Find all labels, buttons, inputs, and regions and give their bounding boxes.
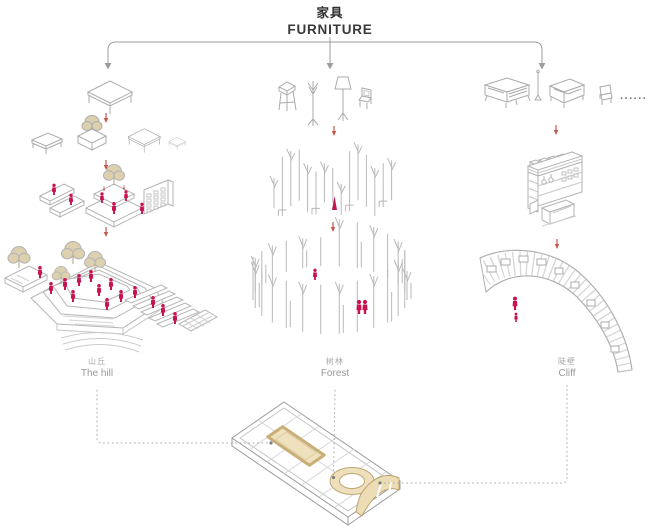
- floor-plan: [231, 401, 401, 526]
- tree-terrace-icon: [84, 163, 144, 228]
- cliff-zone: [355, 475, 400, 517]
- label-hill-zh: 山丘: [88, 357, 106, 366]
- label-hill: 山丘 The hill: [81, 357, 113, 380]
- forest-ring-zone: [329, 467, 375, 495]
- down-arrow-red: [103, 112, 560, 250]
- forest-circle: [250, 217, 412, 334]
- forest-cluster: [269, 142, 397, 216]
- castle-wall-icon: [526, 151, 584, 227]
- stepped-benches-icon: [38, 183, 86, 218]
- label-cliff: 陡壁 Cliff: [558, 357, 576, 380]
- side-table-icon: [128, 128, 161, 153]
- hill-structure: [3, 240, 219, 353]
- label-cliff-zh: 陡壁: [558, 357, 576, 366]
- floor-lamp-icon: [334, 76, 352, 121]
- title-zh: 家具: [316, 6, 344, 20]
- branch-connector: [104, 37, 546, 70]
- connector-forest-dotted: [333, 389, 336, 478]
- diagram-title: 家具 FURNITURE: [287, 6, 372, 39]
- chair-icon: [358, 87, 372, 109]
- sideboard-icon: [483, 77, 531, 108]
- connector-endpoint-dot: [269, 441, 382, 485]
- label-hill-en: The hill: [80, 368, 114, 380]
- title-en: FURNITURE: [287, 21, 373, 37]
- label-forest-en: Forest: [320, 368, 350, 380]
- cliff-wall: [479, 249, 633, 373]
- coffee-table-icon: [87, 80, 133, 115]
- high-stool-icon: [277, 81, 297, 111]
- sofa-icon: [548, 78, 586, 108]
- label-cliff-en: Cliff: [558, 368, 576, 380]
- coat-rack-icon: [307, 81, 319, 126]
- bench-icon: [30, 132, 64, 154]
- label-forest-zh: 树林: [326, 357, 344, 366]
- stool-icon: [168, 137, 186, 151]
- label-forest: 树林 Forest: [321, 357, 349, 380]
- connector-cliff-dotted: [380, 385, 568, 484]
- pendant-lamp-icon: [534, 69, 542, 101]
- hill-zone: [266, 425, 326, 467]
- armchair-icon: [599, 84, 613, 105]
- red-figure: [332, 196, 337, 210]
- perforated-wall-icon: [139, 179, 174, 215]
- tree-planter-icon: [76, 115, 108, 151]
- ellipsis-more-furniture: ......: [620, 90, 648, 102]
- person-figure: [512, 296, 519, 323]
